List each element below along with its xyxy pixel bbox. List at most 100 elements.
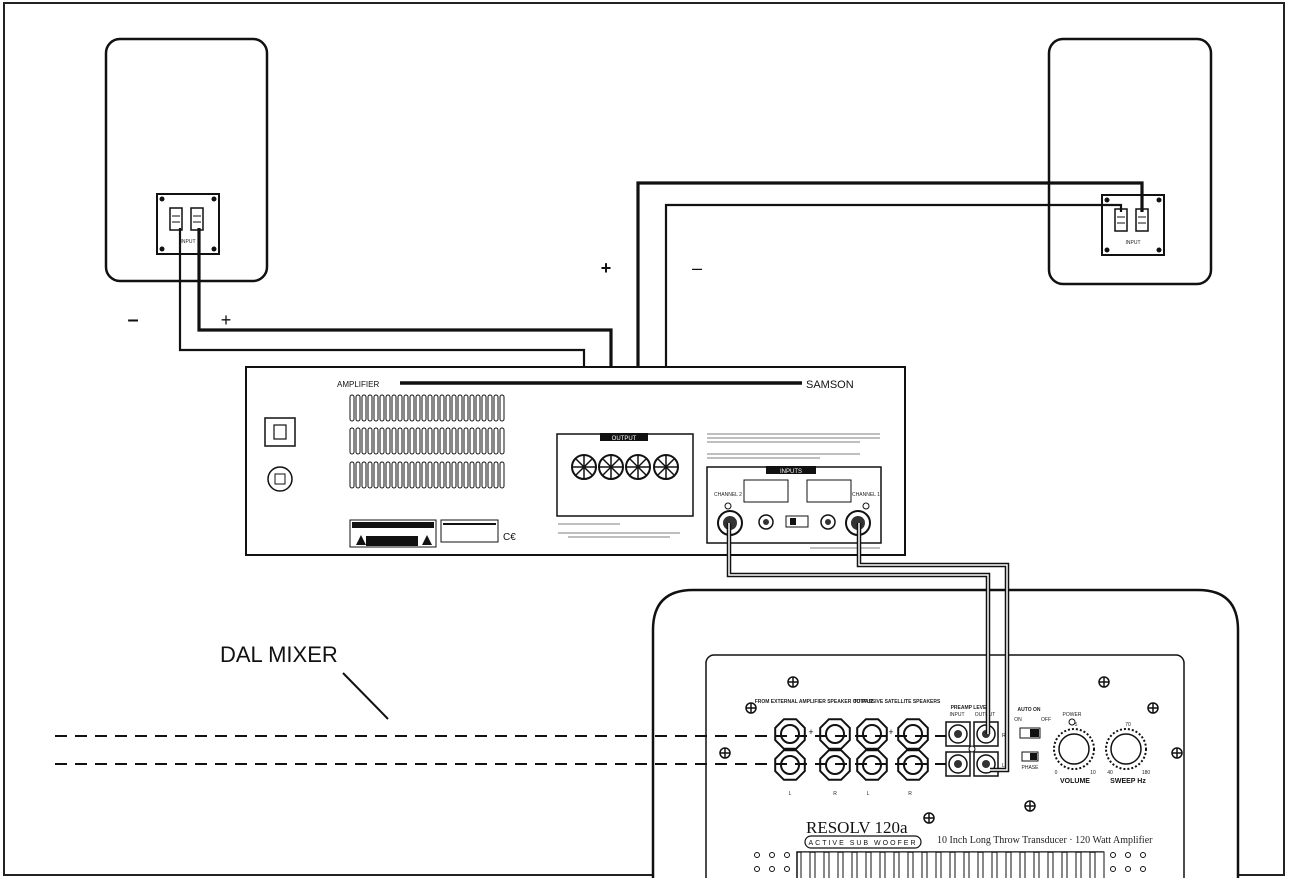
vent-slot [469,394,475,422]
vent-slot [433,394,439,422]
right-minus-label: – [692,258,702,278]
right-speaker: INPUT [1047,37,1213,286]
left-minus-label: – [127,309,138,331]
binding-post [571,454,597,480]
vent-slot [355,461,361,489]
screw-icon [787,676,799,688]
vent-slot [487,461,493,489]
vent-slot [493,461,499,489]
vent-slot [379,461,385,489]
preamp-output-label: OUTPUT [975,712,996,718]
vent-slot [445,427,451,455]
binding-post [625,454,651,480]
vent-slot [415,394,421,422]
vent-slot [391,427,397,455]
vent-slot [415,461,421,489]
screw-icon [1098,676,1110,688]
sweep-tick-min: 40 [1107,770,1113,776]
vent-slot [349,461,355,489]
right-plus-cable [636,181,1144,445]
diagram-frame [3,2,1285,876]
vent-slot [361,394,367,422]
vent-slot [385,394,391,422]
vent-slot [427,427,433,455]
vent-slot [457,461,463,489]
binding-post [598,454,624,480]
screw-icon [1024,800,1036,812]
inputs-label: INPUTS [780,469,802,475]
jack-letter-2: R [833,791,837,797]
resolv-logo: RESOLV 120a [806,818,908,837]
vent-slot [493,394,499,422]
screw-icon [745,702,757,714]
subwoofer: FROM EXTERNAL AMPLIFIER SPEAKER OUTPUT T… [651,588,1240,878]
svg-text:+: + [888,727,893,737]
vent-slot [361,427,367,455]
vent-slot [403,427,409,455]
sweep-label: SWEEP Hz [1110,778,1146,785]
svg-text:L: L [1002,763,1005,769]
vent-slot [403,394,409,422]
volume-tick-mid: 5 [1075,722,1078,728]
vent-slot [475,427,481,455]
vent-slot [397,461,403,489]
vent-slot [355,394,361,422]
vent-slot [349,427,355,455]
vent-slot [445,394,451,422]
jack-letter-3: L [867,791,870,797]
vent-slot [457,427,463,455]
phase-label: PHASE [1022,765,1040,771]
dal-mixer-lines [55,672,946,765]
binding-posts [571,454,679,480]
vent-slot [451,427,457,455]
vent-slot [385,427,391,455]
speaker-terminal [897,718,929,750]
vent-slot [397,427,403,455]
to-satellite-label: TO PASSIVE SATELLITE SPEAKERS [854,699,941,705]
volume-label: VOLUME [1060,778,1090,785]
vent-slot [481,427,487,455]
channel-right-label: CHANNEL 1 [852,492,880,498]
speaker-terminal [819,718,851,750]
left-speaker-input-plate: INPUT [156,193,220,255]
vent-slot [457,394,463,422]
speaker-terminal [774,749,806,781]
screw-icon [923,812,935,824]
vent-slot [439,461,445,489]
subwoofer-speaker-terminals [774,718,929,781]
vent-slot [445,461,451,489]
vent-slot [391,461,397,489]
svg-text:R: R [1002,733,1006,739]
vent-slot [349,394,355,422]
vent-slot [463,461,469,489]
speaker-terminal [856,749,888,781]
vent-slot [361,461,367,489]
jack-letter-1: L [789,791,792,797]
vent-slot [475,461,481,489]
vent-slot [409,394,415,422]
right-speaker-input-plate: INPUT [1101,194,1165,256]
vent-slot [355,427,361,455]
vent-slot [373,461,379,489]
sweep-tick-mid: 70 [1125,722,1131,728]
vent-slot [409,461,415,489]
vent-slot [397,394,403,422]
vent-slot [463,427,469,455]
vent-slot [403,461,409,489]
vent-slot [499,394,505,422]
amplifier-brand-left: AMPLIFIER [337,380,379,389]
svg-text:+: + [808,727,813,737]
vent-slot [409,427,415,455]
amplifier-brand-right: SAMSON [806,379,854,391]
screw-icon [719,747,731,759]
vent-slot [439,394,445,422]
vent-slot [469,427,475,455]
from-amp-label: FROM EXTERNAL AMPLIFIER SPEAKER OUTPUT [755,699,874,705]
sweep-tick-max: 180 [1142,770,1151,776]
vent-slot [499,427,505,455]
vent-slot [415,427,421,455]
vent-slot [391,394,397,422]
vent-slot [433,427,439,455]
power-label: POWER [1063,712,1082,718]
